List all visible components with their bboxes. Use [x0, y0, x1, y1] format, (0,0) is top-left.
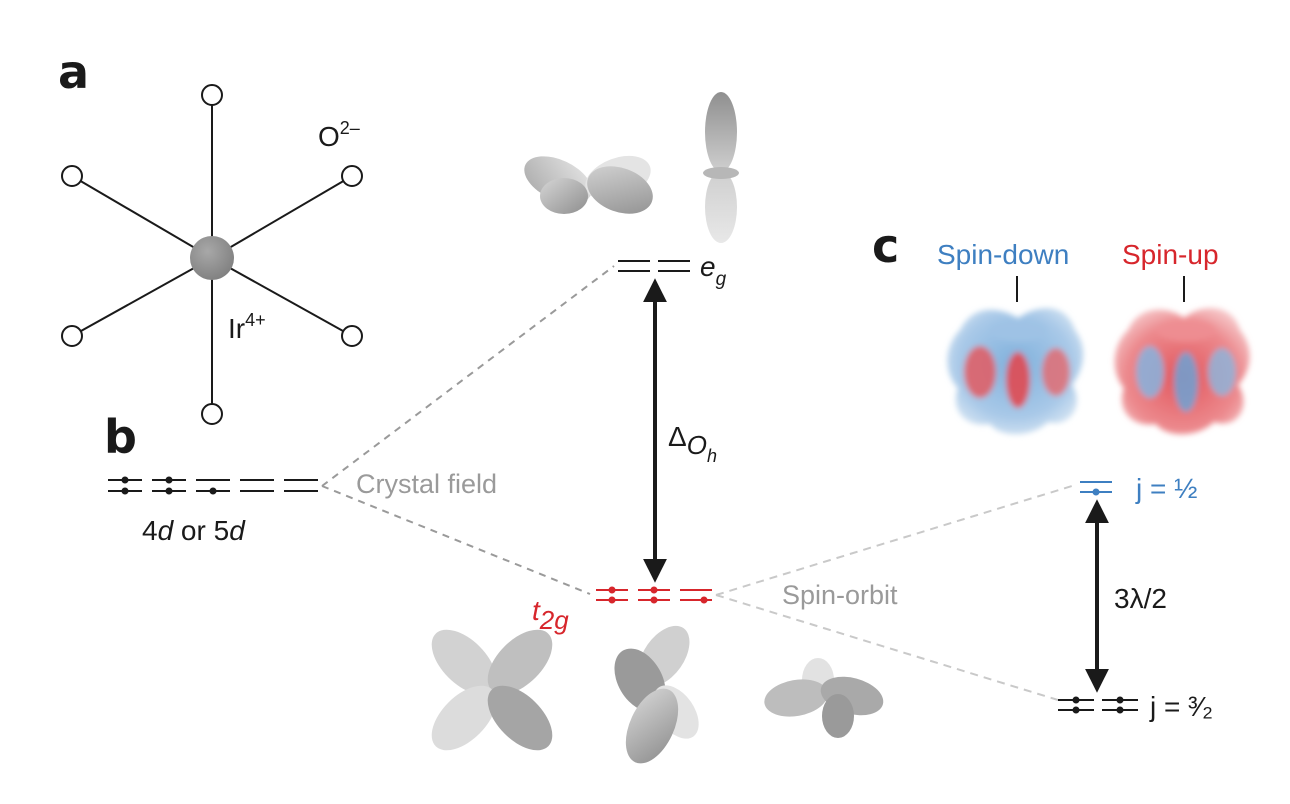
eg-orbital-dx2y2-icon	[524, 155, 653, 214]
eg-orbital-dz2-icon	[703, 92, 739, 243]
spin-orbit-connectors	[715, 485, 1073, 701]
t2g-orbital-dyz-icon	[614, 625, 699, 764]
crystal-field-label: Crystal field	[356, 469, 497, 499]
eg-levels	[618, 260, 690, 272]
crystal-field-connectors	[321, 265, 615, 595]
ligand-label: O2–	[318, 118, 360, 152]
spin-down-density-icon	[947, 308, 1084, 435]
panel-label-b: b	[104, 410, 137, 464]
spin-orbit-gap-label: 3λ/2	[1114, 583, 1167, 614]
bond-line-upper-left	[71, 175, 213, 259]
panel-label-c: c	[872, 219, 899, 273]
t2g-label: t2g	[532, 595, 569, 635]
spin-up-label: Spin-up	[1122, 239, 1219, 270]
spin-up-density-icon	[1114, 308, 1250, 435]
oxygen-atom-icon	[341, 165, 363, 187]
oxygen-atom-icon	[61, 325, 83, 347]
oxygen-atom-icon	[201, 84, 223, 106]
bond-line-upper-right	[211, 175, 353, 259]
octahedron	[71, 95, 353, 414]
oxygen-atom-icon	[341, 325, 363, 347]
eg-label: eg	[700, 251, 727, 290]
spin-down-label: Spin-down	[937, 239, 1069, 270]
oxygen-atom-icon	[61, 165, 83, 187]
j-three-half-label: j = ³⁄₂	[1149, 691, 1213, 722]
j-three-half-electrons	[1072, 696, 1124, 714]
spin-orbit-label: Spin-orbit	[782, 580, 898, 610]
t2g-orbital-dxy-icon	[431, 629, 553, 751]
bond-line-lower-right	[211, 257, 353, 337]
oxygen-atom-icon	[201, 403, 223, 425]
bond-line-lower-left	[71, 257, 213, 337]
j-half-electron	[1092, 488, 1100, 496]
d-electrons	[121, 476, 217, 495]
oxygen-ligands	[61, 84, 363, 425]
d-shell-label: 4d or 5d	[142, 515, 246, 546]
t2g-orbital-dxz-icon	[764, 658, 884, 738]
panel-label-a: a	[58, 45, 89, 99]
iridium-ion-icon	[190, 236, 234, 280]
t2g-electrons	[608, 586, 708, 604]
crystal-field-gap-label: ΔOh	[668, 421, 717, 466]
center-ion-label: Ir4+	[228, 310, 266, 344]
j-three-half-levels	[1058, 699, 1138, 711]
j-half-label: j = ½	[1135, 473, 1197, 504]
